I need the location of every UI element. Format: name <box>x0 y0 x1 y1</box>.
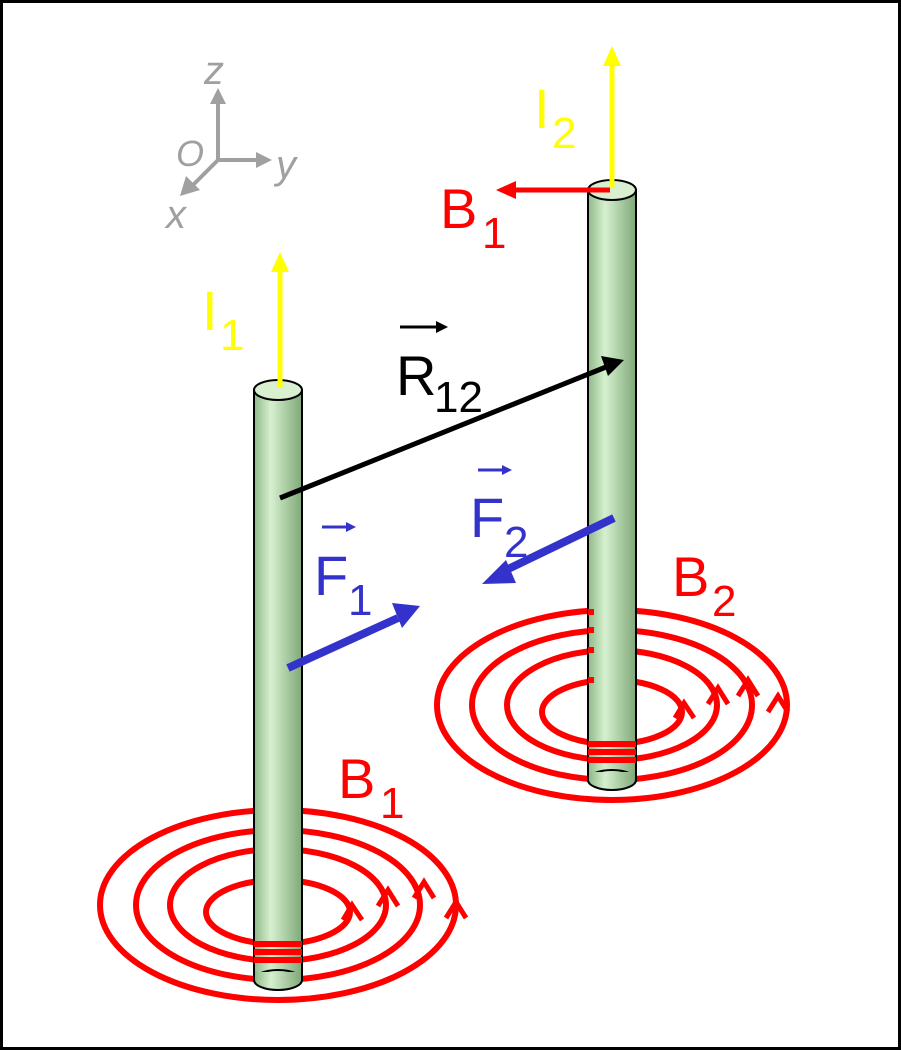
coordinate-axes <box>180 88 272 196</box>
label-b1: B 1 <box>338 747 404 828</box>
label-r12-main: R <box>396 344 436 407</box>
separation-vector-r12 <box>279 356 624 501</box>
wire-2 <box>587 179 637 791</box>
force-arrow-f1 <box>286 603 420 672</box>
label-f1: F 1 <box>314 522 372 625</box>
x-axis-label: x <box>164 193 188 237</box>
label-b2-sub: 2 <box>712 577 736 626</box>
label-b1-top-sub: 1 <box>482 209 506 258</box>
label-r12-sub: 12 <box>434 373 483 422</box>
label-i1-main: I <box>202 279 218 342</box>
label-b1-at-wire2: B 1 <box>440 177 506 258</box>
x-axis <box>190 158 220 188</box>
label-f2-main: F <box>470 486 504 549</box>
label-f2: F 2 <box>470 465 528 567</box>
field-arrow-b1-at-wire2 <box>496 181 610 199</box>
field-lines-b2-front <box>588 609 636 763</box>
field-direction-marks-b1 <box>340 877 469 922</box>
label-f1-main: F <box>314 544 348 607</box>
label-b2-main: B <box>672 545 709 608</box>
label-r12: R 12 <box>396 321 483 422</box>
label-i2-sub: 2 <box>552 109 576 158</box>
label-i2-main: I <box>534 77 550 140</box>
origin-label: O <box>176 133 204 174</box>
label-i1: I 1 <box>202 279 244 360</box>
z-axis-label: z <box>203 49 224 93</box>
y-axis-label: y <box>273 143 299 187</box>
force-arrow-f2 <box>482 514 616 584</box>
label-f2-sub: 2 <box>504 518 528 567</box>
label-i1-sub: 1 <box>220 311 244 360</box>
current-arrow-i2 <box>603 46 621 188</box>
wire-1 <box>253 379 303 991</box>
field-direction-marks-b2 <box>672 675 791 720</box>
current-arrow-i1 <box>271 252 289 388</box>
label-i2: I 2 <box>534 77 576 158</box>
label-b1-main: B <box>338 747 375 810</box>
label-b1-top-main: B <box>440 177 477 240</box>
field-lines-b1-front <box>254 941 302 963</box>
label-b2: B 2 <box>672 545 736 626</box>
label-f1-sub: 1 <box>348 576 372 625</box>
label-b1-sub: 1 <box>380 779 404 828</box>
